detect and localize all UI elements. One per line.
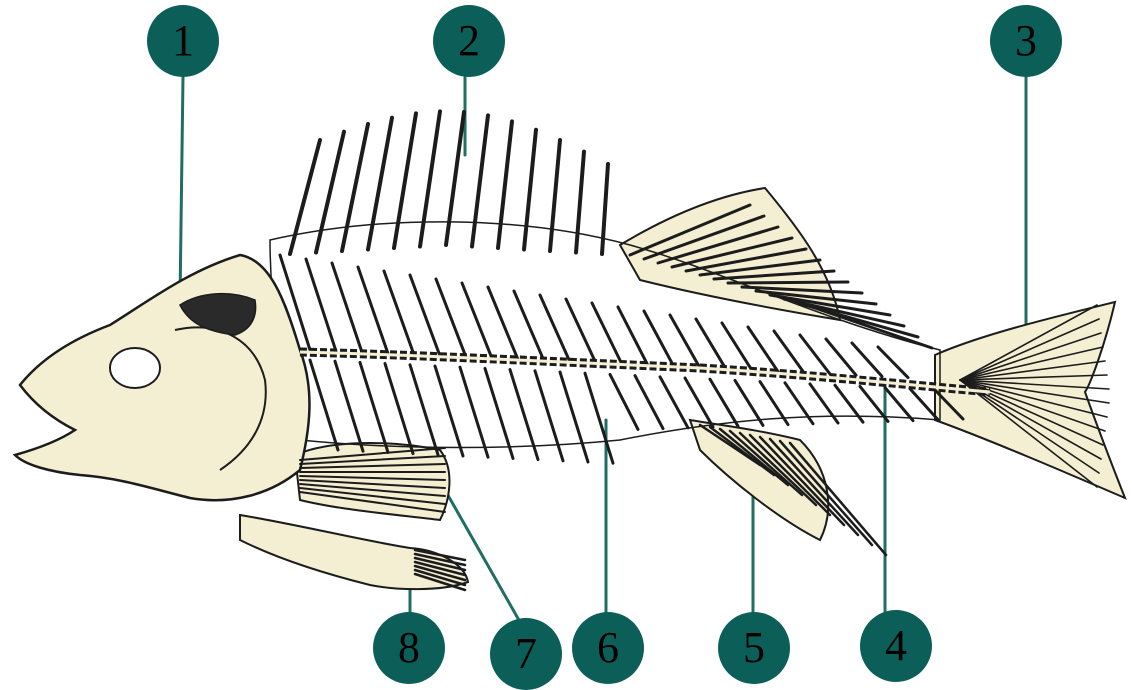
rib [335,361,363,451]
rib [385,364,413,454]
neural-spine [462,283,492,358]
neural-spine [514,291,544,361]
marker-label: 7 [515,632,537,676]
rib [435,366,463,456]
dorsal-spine [394,113,416,248]
marker-7: 7 [490,618,562,690]
neural-spine [358,267,388,354]
marker-6: 6 [572,612,644,684]
neural-spine [878,347,908,378]
leader-line [445,490,520,622]
neural-spine [748,327,778,372]
neural-spine [722,323,752,370]
dorsal-spine [316,132,344,253]
eye-orbit [110,348,160,388]
dorsal-spine [368,118,392,250]
marker-label: 2 [458,19,480,63]
caudal-fin [935,302,1125,498]
neural-spine [592,303,622,364]
marker-label: 8 [398,626,420,670]
neural-spine [644,311,674,367]
rib [310,360,338,450]
rib [360,362,388,452]
pelvic-fin [240,515,468,589]
rib [610,374,638,429]
rib [660,377,688,428]
dorsal-spine [550,140,560,251]
soft-dorsal-ray [728,282,848,283]
neural-spine [436,279,466,357]
neural-spine [384,271,414,355]
neural-spine [306,259,336,351]
neural-spine [618,307,648,366]
marker-label: 4 [885,624,907,668]
rib [410,365,438,455]
dorsal-spine [342,124,368,251]
dorsal-spine [602,164,608,254]
rib [485,368,513,458]
dorsal-spine [524,130,536,250]
neural-spine [488,287,518,360]
rib [910,389,938,420]
dorsal-spine [498,121,512,248]
neural-spine [774,331,804,373]
rib [560,372,588,462]
trunk-outline [270,222,940,448]
marker-2: 2 [433,5,505,77]
marker-5: 5 [718,612,790,684]
marker-label: 6 [597,626,619,670]
rib [885,388,913,421]
neural-spine [670,315,700,368]
neural-spine [696,319,726,369]
dorsal-spine [576,152,584,253]
neural-spine [540,295,570,362]
marker-label: 1 [172,19,194,63]
rib [585,373,613,463]
rib [710,379,738,426]
marker-4: 4 [860,610,932,682]
marker-3: 3 [990,5,1062,77]
leader-line [180,77,183,300]
rib [460,367,488,457]
rib [535,371,563,461]
marker-label: 5 [743,626,765,670]
marker-8: 8 [373,612,445,684]
spiny-dorsal-rays [290,111,608,254]
rib [735,380,763,425]
dorsal-spine [472,115,488,246]
marker-label: 3 [1015,19,1037,63]
marker-1: 1 [147,5,219,77]
dorsal-spine [420,111,440,246]
neural-spine [332,263,362,352]
neural-spine [566,299,596,363]
dorsal-spine [446,112,464,245]
dorsal-spine [290,140,320,254]
rib [635,376,663,429]
neural-spine [410,275,440,356]
neural-spine [800,335,830,374]
